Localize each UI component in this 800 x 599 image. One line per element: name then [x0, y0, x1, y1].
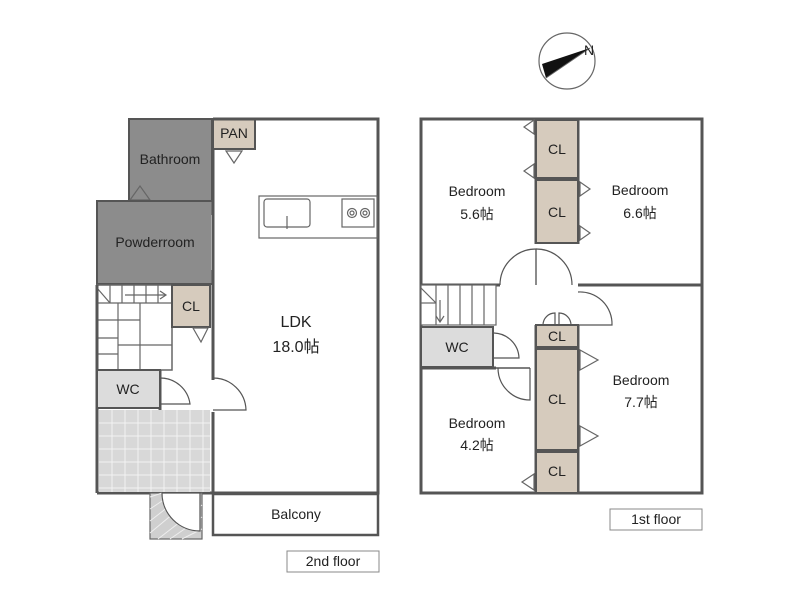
- compass-north-label: N: [584, 42, 594, 58]
- ldk-door-icon: [212, 377, 247, 411]
- bedroom-b-size: 6.6帖: [623, 205, 656, 221]
- wc-1f-door-icon: [493, 332, 520, 359]
- compass-icon: N: [538, 32, 596, 90]
- closet-1f-4: [535, 348, 579, 451]
- wc-1f-label: WC: [445, 339, 468, 355]
- ldk-label: LDK: [280, 314, 311, 331]
- bedroom-a-door-icon: [499, 248, 537, 286]
- floor-tag-1st: [609, 508, 703, 531]
- bathroom: [128, 118, 213, 202]
- pantry-label: PAN: [220, 125, 248, 141]
- powderroom-label: Powderroom: [115, 234, 194, 250]
- closet-1f-2-label: CL: [548, 204, 566, 220]
- bedroom-b-door-icon: [535, 248, 573, 286]
- bedroom-c-door-icon: [497, 367, 531, 401]
- closet-2f: [171, 284, 211, 328]
- staircase: [96, 284, 173, 371]
- closet-1f-1: [535, 119, 579, 179]
- wc-2f-label: WC: [116, 381, 139, 397]
- bedroom-c-label: Bedroom: [449, 415, 506, 431]
- wc-2f-door-icon: [159, 377, 191, 405]
- bedroom-b-label: Bedroom: [612, 182, 669, 198]
- closet-1f-4-label: CL: [548, 391, 566, 407]
- closet-1f-5-label: CL: [548, 463, 566, 479]
- entrance-tiles: [99, 410, 210, 492]
- closet-1f-3-label: CL: [548, 328, 566, 344]
- bathroom-label: Bathroom: [140, 151, 201, 167]
- ldk-size: 18.0帖: [272, 338, 319, 356]
- wc-2f: [96, 369, 161, 409]
- floor-tag-1st-label: 1st floor: [631, 511, 681, 527]
- wc-1f: [420, 326, 494, 368]
- entrance-door-icon: [161, 492, 201, 532]
- closet-1f-3: [535, 324, 579, 348]
- closet-1f-1-label: CL: [548, 141, 566, 157]
- floor-tag-2nd: [286, 550, 380, 573]
- bedroom-d-size: 7.7帖: [624, 394, 657, 410]
- porch: [149, 492, 203, 540]
- closet-2f-door-icon: [191, 327, 209, 344]
- floor-plan-2nd: Bathroom PAN Powderroom LDK 18.0帖: [95, 117, 380, 573]
- closet-2f-label: CL: [182, 298, 200, 314]
- staircase-1f: [420, 284, 497, 326]
- pantry-door-icon: [224, 150, 244, 165]
- pantry: [212, 118, 256, 150]
- floor-plan-1st: CL CL Bedroom 5.6帖 Bedroom 6.6帖: [419, 117, 704, 531]
- kitchen-counter: [258, 195, 378, 239]
- closet-1f-5: [535, 451, 579, 494]
- bedroom-a-size: 5.6帖: [460, 206, 493, 222]
- bedroom-a-label: Bedroom: [449, 183, 506, 199]
- balcony: [211, 492, 380, 537]
- bedroom-c-size: 4.2帖: [460, 437, 493, 453]
- bedroom-d-door-icon: [577, 291, 613, 326]
- floor-tag-2nd-label: 2nd floor: [306, 553, 361, 569]
- balcony-label: Balcony: [271, 506, 321, 522]
- bedroom-d-label: Bedroom: [613, 372, 670, 388]
- closet-1f-2: [535, 179, 579, 244]
